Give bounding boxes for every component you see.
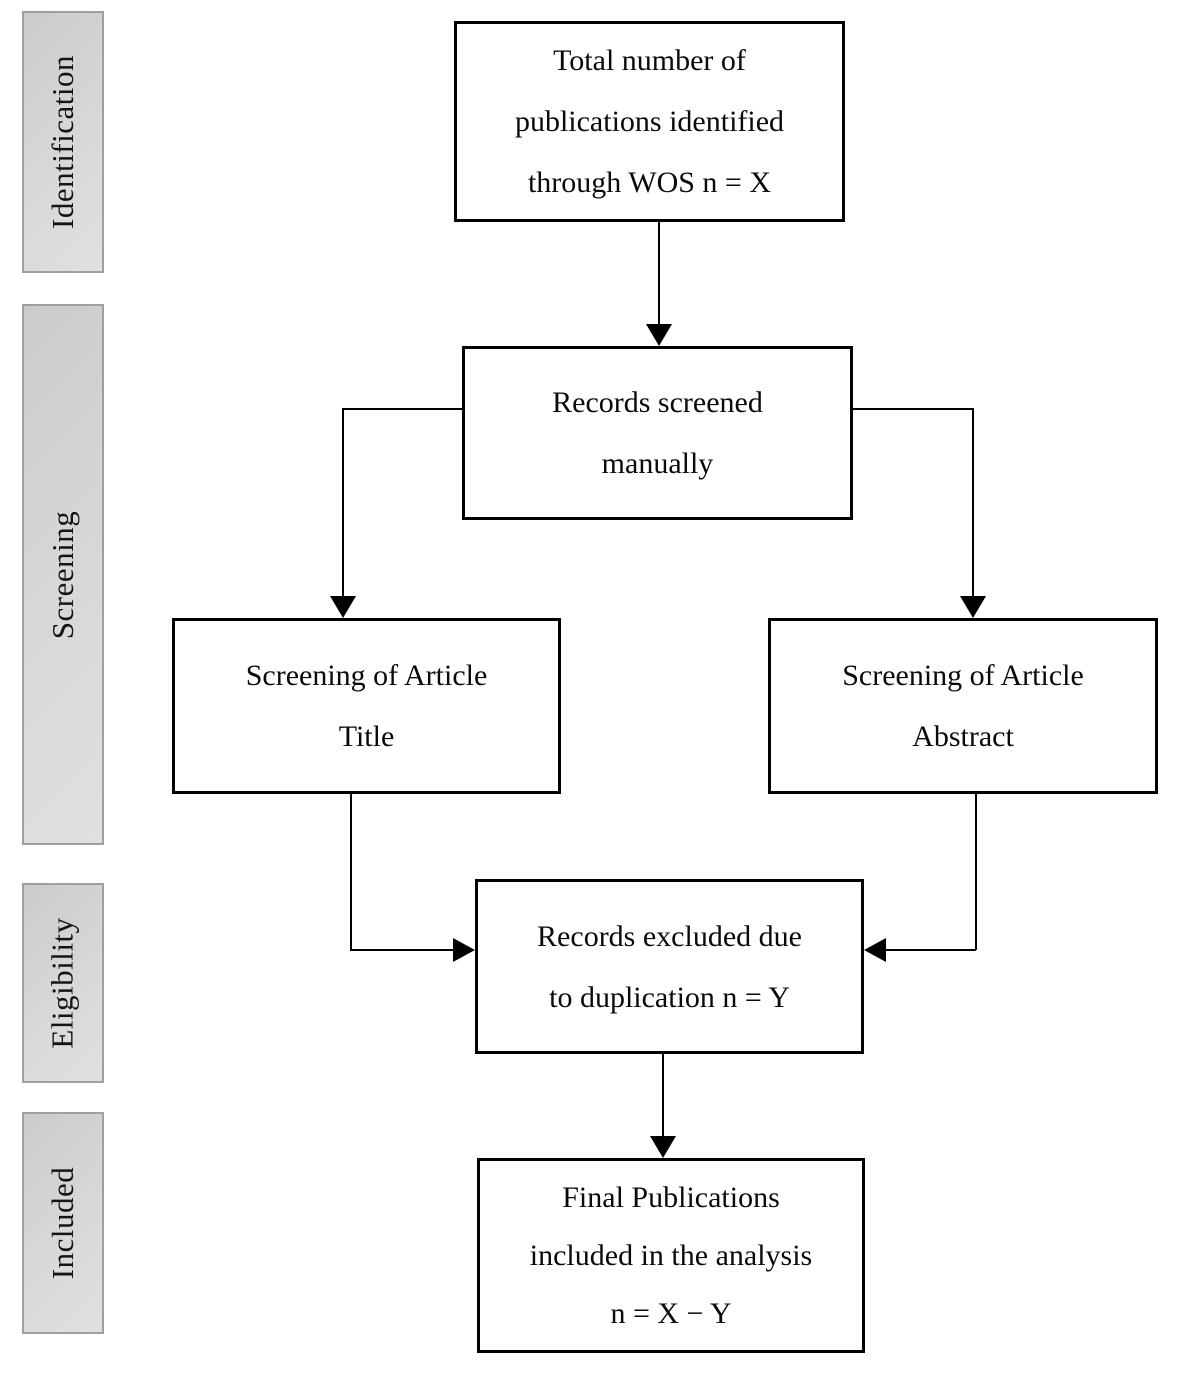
stage-screening: Screening [22, 304, 104, 845]
arrowhead-down-icon [650, 1136, 676, 1158]
connector-title-to-excluded [350, 949, 453, 951]
node-text-line: publications identified [514, 105, 785, 138]
arrowhead-down-icon [330, 596, 356, 618]
node-text-line: included in the analysis [529, 1238, 813, 1272]
stage-label: Identification [45, 55, 80, 229]
node-text-line: Screening of Article [842, 659, 1084, 692]
connector-excluded-to-final [662, 1053, 664, 1138]
stage-label: Eligibility [45, 917, 81, 1049]
connector-total-to-screened [658, 222, 660, 326]
stage-label: Screening [45, 510, 80, 639]
node-records-screened: Records screened manually [462, 346, 853, 520]
node-text-line: n = X − Y [610, 1296, 732, 1330]
node-text-line: Screening of Article [245, 659, 488, 692]
node-text-line: Title [338, 720, 395, 753]
node-text-line: through WOS n = X [527, 166, 772, 199]
connector-screened-left-horizontal [343, 408, 462, 410]
stage-included: Included [22, 1112, 104, 1334]
node-final-publications: Final Publications included in the analy… [477, 1158, 865, 1353]
node-screening-title: Screening of Article Title [172, 618, 561, 794]
connector-screened-to-abstract [972, 408, 974, 598]
node-text-line: Total number of [553, 44, 746, 77]
node-text-line: Abstract [912, 720, 1014, 753]
connector-abstract-vertical [975, 794, 977, 950]
connector-title-vertical [350, 794, 352, 950]
connector-screened-to-title [342, 408, 344, 598]
node-total-publications: Total number of publications identified … [454, 21, 845, 222]
connector-abstract-to-excluded [886, 949, 976, 951]
stage-identification: Identification [22, 11, 104, 273]
node-text-line: Records screened [552, 386, 763, 419]
node-screening-abstract: Screening of Article Abstract [768, 618, 1158, 794]
arrowhead-down-icon [960, 596, 986, 618]
node-text-line: Final Publications [562, 1180, 780, 1214]
arrowhead-left-icon [864, 938, 886, 962]
stage-label: Included [45, 1166, 80, 1280]
connector-screened-right-horizontal [853, 408, 973, 410]
arrowhead-right-icon [453, 938, 475, 962]
arrowhead-down-icon [646, 324, 672, 346]
node-text-line: Records excluded due [537, 919, 802, 953]
stage-eligibility: Eligibility [22, 883, 104, 1083]
node-records-excluded: Records excluded due to duplication n = … [475, 879, 864, 1054]
node-text-line: manually [601, 447, 714, 480]
node-text-line: to duplication n = Y [549, 980, 790, 1014]
